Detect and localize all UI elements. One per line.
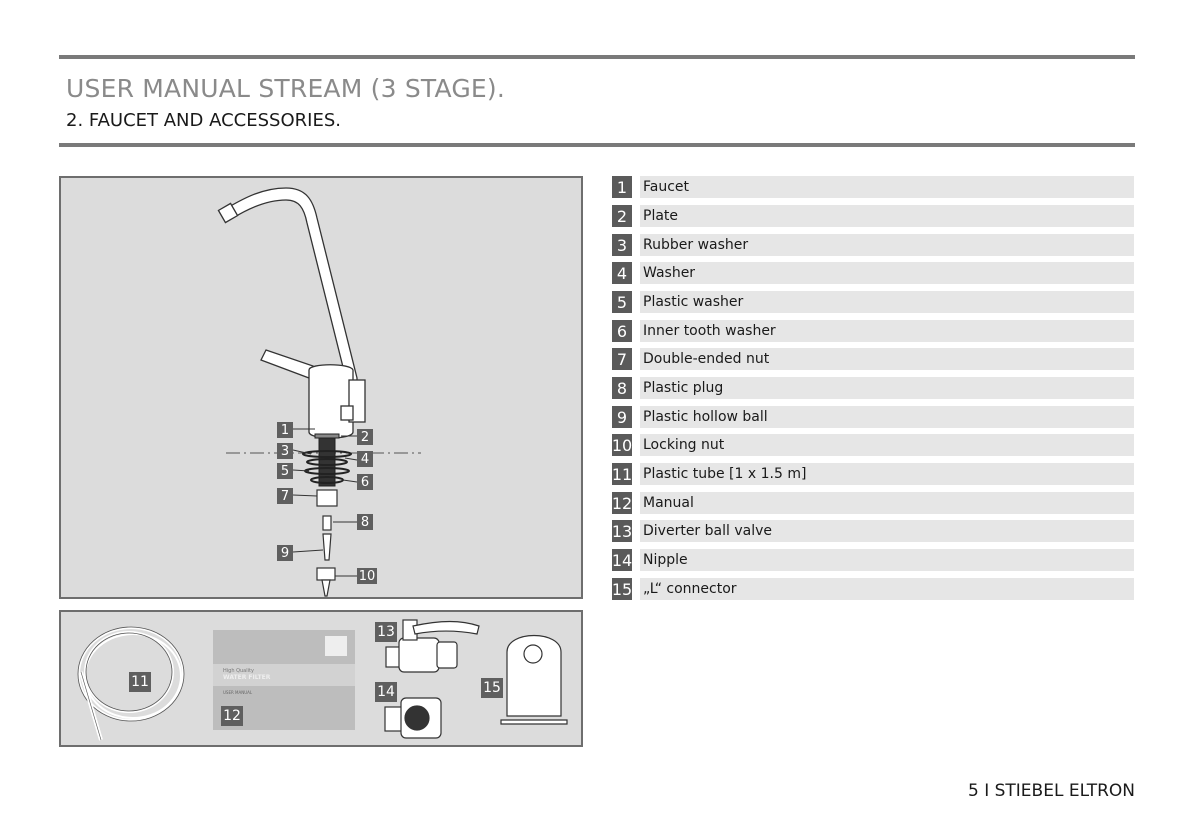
callout-13: 13	[375, 622, 397, 642]
callout-8: 8	[357, 514, 373, 530]
top-rule	[59, 55, 1135, 59]
callout-4: 4	[357, 451, 373, 467]
callout-14: 14	[375, 682, 397, 702]
callout-11: 11	[129, 672, 151, 692]
faucet-diagram-panel: 1 2 3 4 5 6 7 8 9 10	[59, 176, 583, 599]
callout-6: 6	[357, 474, 373, 490]
stiebel-logo	[325, 636, 347, 656]
page-footer: 5 I STIEBEL ELTRON	[967, 781, 1135, 801]
faucet-exploded-drawing	[217, 187, 421, 597]
page-title: USER MANUAL STREAM (3 STAGE).	[66, 74, 505, 103]
callout-12: 12	[221, 706, 243, 726]
callout-9: 9	[277, 545, 293, 561]
list-item: 15„L“ connector	[612, 578, 1134, 600]
callout-3: 3	[277, 443, 293, 459]
header-rule	[59, 143, 1135, 147]
callout-7: 7	[277, 488, 293, 504]
accessories-drawing	[77, 619, 568, 741]
callout-2: 2	[357, 429, 373, 445]
callout-5: 5	[277, 463, 293, 479]
callout-10: 10	[357, 568, 377, 584]
accessories-panel: High Quality WATER FILTER USER MANUAL 11…	[59, 610, 583, 747]
callout-1: 1	[277, 422, 293, 438]
section-title: 2. FAUCET AND ACCESSORIES.	[66, 110, 341, 131]
callout-15: 15	[481, 678, 503, 698]
